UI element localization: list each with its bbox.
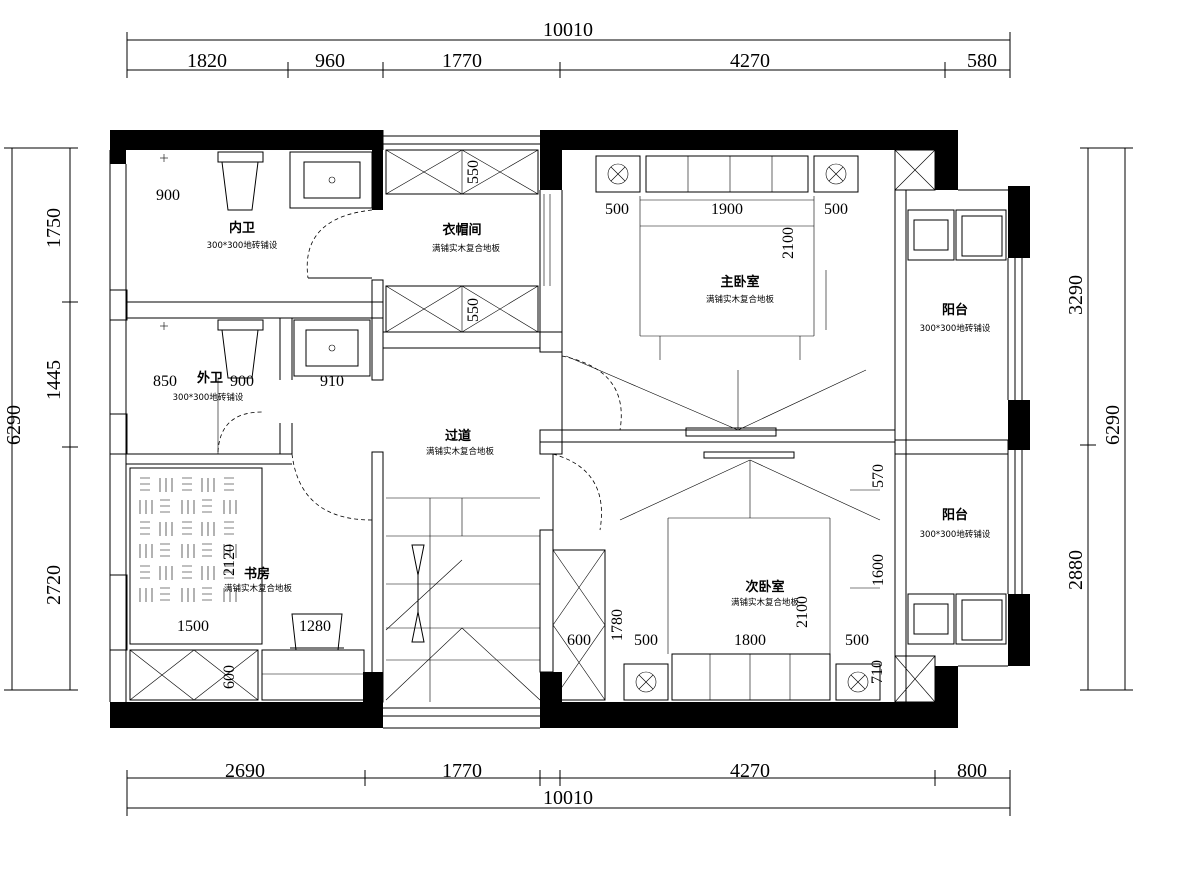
- room-name-balcony-lower: 阳台: [942, 507, 968, 523]
- top-segment-dimension: 580: [967, 50, 997, 72]
- room-floor-second-bedroom: 满铺实木复合地板: [731, 597, 800, 608]
- top-segment-dimension: 1770: [442, 50, 482, 72]
- master-bedroom-furniture: [561, 155, 867, 437]
- top-segment-dimension: 960: [315, 50, 345, 72]
- room-floor-cloakroom: 满铺实木复合地板: [432, 243, 501, 254]
- outer-bath-fixtures: [160, 319, 373, 521]
- room-floor-master-bedroom: 满铺实木复合地板: [706, 294, 775, 305]
- inner-dimension: 2120: [221, 544, 238, 576]
- top-total-dimension: 10010: [543, 19, 593, 41]
- room-floor-inner-bath: 300*300地砖铺设: [207, 240, 278, 251]
- room-floor-corridor: 满铺实木复合地板: [426, 446, 495, 457]
- solid-walls: [110, 130, 1030, 728]
- room-name-master-bedroom: 主卧室: [720, 274, 759, 290]
- inner-dimension: 910: [320, 373, 344, 390]
- bottom-dimension-lines: [126, 770, 1011, 816]
- room-name-second-bedroom: 次卧室: [745, 579, 784, 595]
- left-segment-dimension: 1445: [43, 360, 65, 400]
- right-segment-dimension: 2880: [1065, 550, 1087, 590]
- inner-dimension: 1780: [609, 609, 626, 641]
- cloakroom-wardrobes: [385, 149, 551, 333]
- study-furniture: [129, 467, 365, 701]
- corridor-stairs: [385, 453, 602, 702]
- room-name-inner-bath: 内卫: [229, 220, 255, 236]
- inner-dimension: 850: [153, 373, 177, 390]
- inner-dimension: 1280: [299, 618, 331, 635]
- second-bedroom-furniture: [552, 451, 881, 701]
- top-segment-dimension: 1820: [187, 50, 227, 72]
- room-name-corridor: 过道: [445, 428, 471, 444]
- inner-dimension: 1500: [177, 618, 209, 635]
- inner-dimension: 500: [845, 632, 869, 649]
- room-floor-balcony-lower: 300*300地砖铺设: [920, 529, 991, 540]
- inner-dimension: 500: [634, 632, 658, 649]
- right-dimension-lines: [1080, 147, 1133, 691]
- inner-dimension: 1900: [711, 201, 743, 218]
- top-dimension-lines: [126, 32, 1011, 78]
- right-total-dimension: 6290: [1102, 405, 1124, 445]
- inner-dimension: 710: [869, 660, 886, 684]
- bottom-segment-dimension: 2690: [225, 760, 265, 782]
- inner-dimension: 1600: [870, 554, 887, 586]
- inner-bath-fixtures: [160, 151, 373, 279]
- right-segment-dimension: 3290: [1065, 275, 1087, 315]
- inner-dimension: 1800: [734, 632, 766, 649]
- left-dimension-lines: [4, 147, 78, 691]
- room-floor-balcony-upper: 300*300地砖铺设: [920, 323, 991, 334]
- bottom-segment-dimension: 1770: [442, 760, 482, 782]
- bottom-segment-dimension: 800: [957, 760, 987, 782]
- inner-dimension: 2100: [794, 596, 811, 628]
- room-name-balcony-upper: 阳台: [942, 302, 968, 318]
- inner-dimension: 550: [465, 160, 482, 184]
- room-floor-study: 满铺实木复合地板: [224, 583, 293, 594]
- room-name-outer-bath: 外卫: [196, 370, 223, 386]
- bottom-segment-dimension: 4270: [730, 760, 770, 782]
- inner-dimension: 600: [221, 665, 238, 689]
- inner-dimension: 550: [465, 298, 482, 322]
- thin-walls: [109, 130, 1023, 729]
- inner-dimension: 900: [156, 187, 180, 204]
- room-name-study: 书房: [244, 566, 270, 582]
- room-floor-outer-bath: 300*300地砖铺设: [173, 392, 244, 403]
- inner-dimension: 500: [824, 201, 848, 218]
- left-total-dimension: 6290: [3, 405, 25, 445]
- left-segment-dimension: 2720: [43, 565, 65, 605]
- inner-dimension: 500: [605, 201, 629, 218]
- bottom-total-dimension: 10010: [543, 787, 593, 809]
- top-segment-dimension: 4270: [730, 50, 770, 72]
- left-segment-dimension: 1750: [43, 208, 65, 248]
- inner-dimension: 600: [567, 632, 591, 649]
- room-name-cloakroom: 衣帽间: [442, 222, 481, 238]
- balcony-lower-fixtures: [894, 593, 1007, 703]
- inner-dimension: 900: [230, 373, 254, 390]
- balcony-upper-fixtures: [894, 149, 1007, 261]
- inner-dimension: 570: [870, 464, 887, 488]
- inner-dimension: 2100: [780, 227, 797, 259]
